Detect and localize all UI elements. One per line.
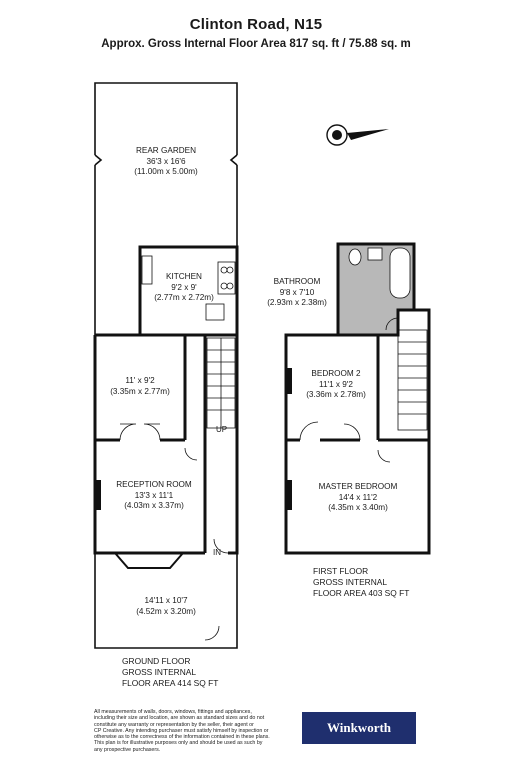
kitchen-name: KITCHEN xyxy=(166,272,202,281)
first-floor-walls xyxy=(284,308,431,555)
winkworth-logo: Winkworth xyxy=(302,712,416,744)
kitchen-dims: 9'2 x 9' xyxy=(171,282,197,292)
ground-floor-plan xyxy=(93,82,239,649)
disclaimer-line: any prospective purchasers. xyxy=(94,746,161,753)
front-garden-label: 14'11 x 10'7 (4.52m x 3.20m) xyxy=(116,596,216,617)
rear-garden-metric: (11.00m x 5.00m) xyxy=(134,167,198,176)
bathroom-label: BATHROOM 9'8 x 7'10 (2.93m x 2.38m) xyxy=(262,277,332,309)
bay-window xyxy=(114,552,184,569)
disclaimer-text: All measurements of walls, doors, window… xyxy=(94,709,300,753)
back-room-dims: 11' x 9'2 xyxy=(125,376,155,385)
disclaimer-line: This plan is for illustrative purposes o… xyxy=(94,740,263,747)
disclaimer-line: including their size and location, are s… xyxy=(94,715,265,722)
kitchen-label: KITCHEN 9'2 x 9' (2.77m x 2.72m) xyxy=(138,272,230,304)
reception-label: RECEPTION ROOM 13'3 x 11'1 (4.03m x 3.37… xyxy=(104,480,204,512)
reception-name: RECEPTION ROOM xyxy=(116,480,192,489)
front-garden-boundary xyxy=(94,553,238,649)
ground-doors xyxy=(119,423,229,641)
bathroom-dims: 9'8 x 7'10 xyxy=(279,287,315,297)
first-area-line-2: GROSS INTERNAL xyxy=(313,577,387,587)
master-fireplace xyxy=(287,480,292,510)
kitchen-units xyxy=(141,255,236,321)
first-floor-area: FIRST FLOOR GROSS INTERNAL FLOOR AREA 40… xyxy=(313,566,409,599)
ground-area-line-3: FLOOR AREA 414 SQ FT xyxy=(122,678,219,688)
reception-fireplace xyxy=(96,480,101,510)
plan-title: Clinton Road, N15 xyxy=(189,16,323,33)
front-garden-metric: (4.52m x 3.20m) xyxy=(136,606,196,616)
rear-garden-boundary xyxy=(94,82,238,335)
bathroom-fittings xyxy=(348,247,411,299)
bathroom-name: BATHROOM xyxy=(273,277,321,286)
ground-stairs xyxy=(206,337,236,429)
ground-area-line-1: GROUND FLOOR xyxy=(122,656,191,666)
entrance-label: IN xyxy=(213,548,221,557)
kitchen-metric: (2.77m x 2.72m) xyxy=(154,293,214,302)
plan-subtitle: Approx. Gross Internal Floor Area 817 sq… xyxy=(101,38,411,50)
bedroom2-dims: 11'1 x 9'2 xyxy=(319,379,353,389)
rear-garden-label: REAR GARDEN 36'3 x 16'6 (11.00m x 5.00m) xyxy=(116,146,216,178)
ground-area-line-2: GROSS INTERNAL xyxy=(122,667,196,677)
first-area-line-3: FLOOR AREA 403 SQ FT xyxy=(313,588,410,598)
master-bedroom-label: MASTER BEDROOM 14'4 x 11'2 (4.35m x 3.40… xyxy=(305,482,411,514)
reception-dims: 13'3 x 11'1 xyxy=(134,490,174,500)
first-floor-plan xyxy=(284,242,431,555)
ground-floor-area: GROUND FLOOR GROSS INTERNAL FLOOR AREA 4… xyxy=(122,656,218,689)
reception-metric: (4.03m x 3.37m) xyxy=(124,501,184,510)
rear-garden-dims: 36'3 x 16'6 xyxy=(146,156,186,166)
disclaimer-line: CP Creative. Any intending purchaser mus… xyxy=(94,727,269,734)
compass-rose-icon xyxy=(326,124,389,146)
bedroom2-fireplace xyxy=(287,368,292,394)
disclaimer-line: otherwise as to the correctness of the i… xyxy=(94,734,270,741)
master-bedroom-metric: (4.35m x 3.40m) xyxy=(328,503,388,512)
bedroom2-name: BEDROOM 2 xyxy=(311,369,361,378)
back-room-label: 11' x 9'2 (3.35m x 2.77m) xyxy=(100,376,180,397)
bedroom2-label: BEDROOM 2 11'1 x 9'2 (3.36m x 2.78m) xyxy=(296,369,376,401)
front-garden-dims: 14'11 x 10'7 xyxy=(144,596,188,605)
stairs-up-label: UP xyxy=(216,425,228,434)
first-area-line-1: FIRST FLOOR xyxy=(313,566,369,576)
back-room-metric: (3.35m x 2.77m) xyxy=(110,386,170,396)
disclaimer-line: constitute any warranty or representatio… xyxy=(94,721,254,728)
first-doors xyxy=(299,317,399,463)
rear-garden-name: REAR GARDEN xyxy=(135,146,197,155)
master-bedroom-dims: 14'4 x 11'2 xyxy=(338,492,378,502)
first-stairs xyxy=(397,329,428,431)
bathroom-metric: (2.93m x 2.38m) xyxy=(267,298,327,307)
master-bedroom-name: MASTER BEDROOM xyxy=(318,482,398,491)
bedroom2-metric: (3.36m x 2.78m) xyxy=(306,390,366,399)
disclaimer-line: All measurements of walls, doors, window… xyxy=(94,709,252,715)
